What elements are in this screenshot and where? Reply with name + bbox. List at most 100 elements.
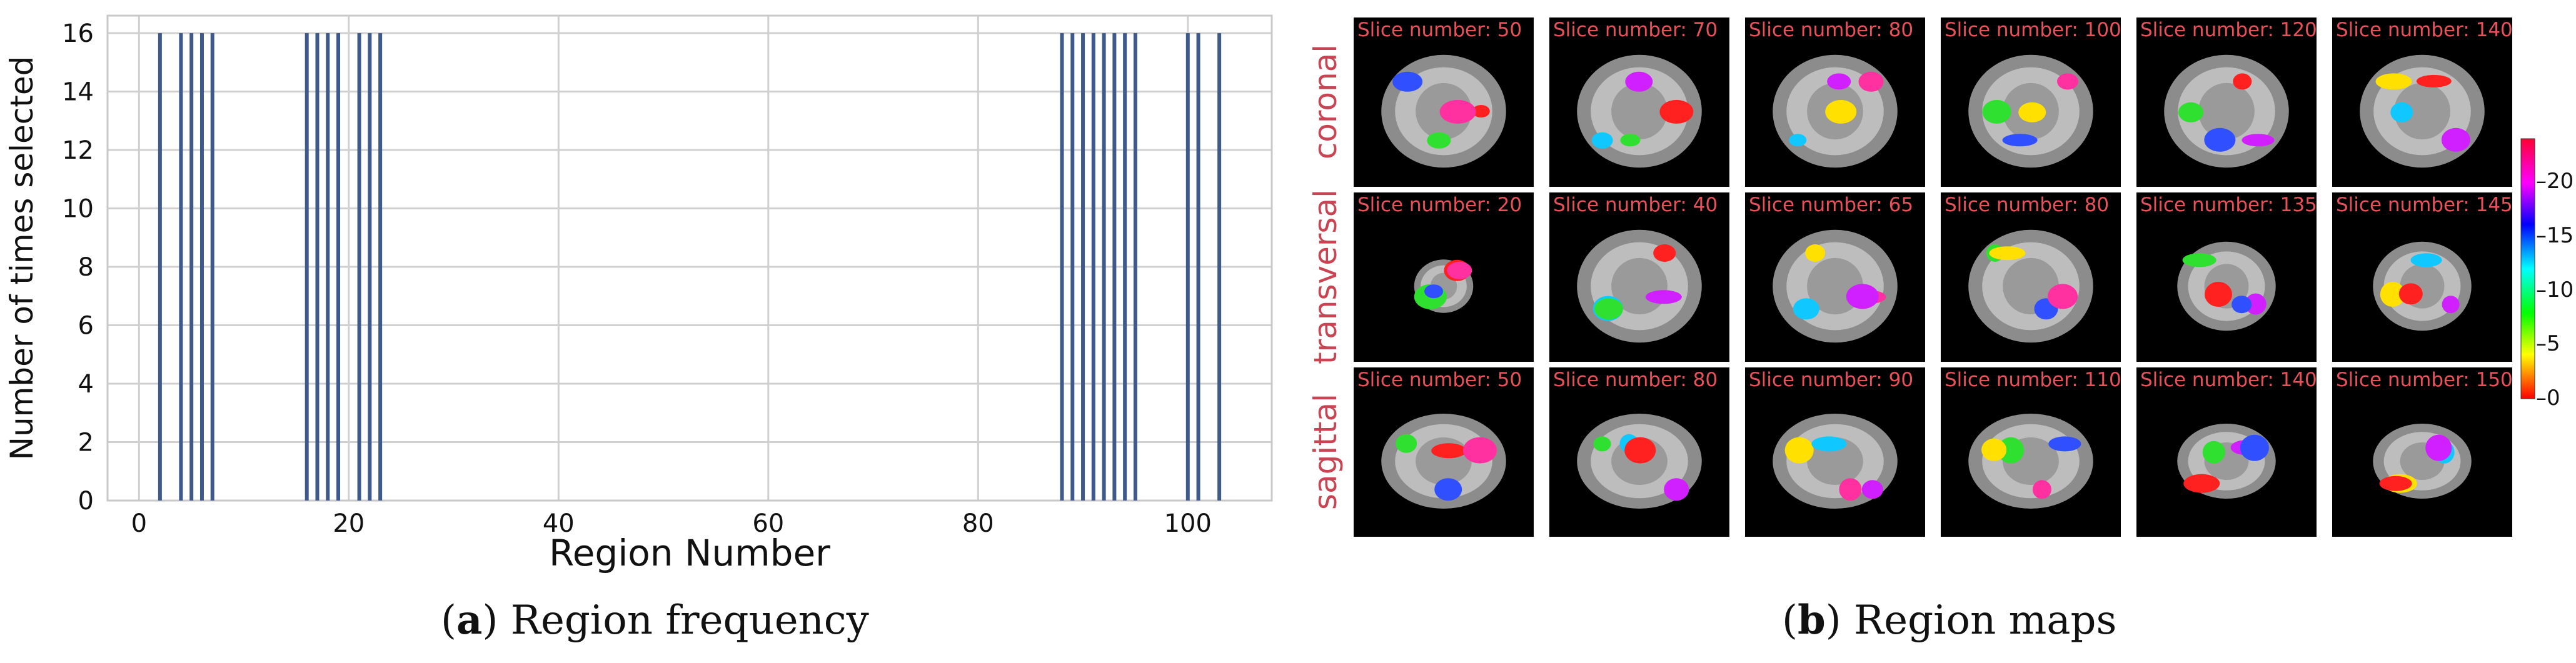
caption-a: (a) Region frequency: [441, 597, 869, 644]
y-tick-label: 16: [62, 19, 94, 48]
bar: [189, 33, 194, 501]
bar: [1123, 33, 1127, 501]
brain-slice-graphic: [1577, 54, 1702, 168]
brain-slice-graphic: [1577, 229, 1702, 343]
slice-number-label: Slice number: 50: [1357, 369, 1522, 391]
x-tick-label: 60: [752, 509, 784, 538]
slice-image: Slice number: 150: [2332, 367, 2512, 537]
slice-number-label: Slice number: 135: [2140, 194, 2317, 216]
bar: [1112, 33, 1117, 501]
y-tick-label: 14: [62, 78, 94, 107]
slice-image: Slice number: 80: [1745, 17, 1925, 187]
x-tick-label: 100: [1164, 509, 1212, 538]
brain-slice-graphic: [1381, 414, 1506, 509]
colorbar-tick-label: –5: [2536, 331, 2560, 357]
slice-number-label: Slice number: 145: [2336, 194, 2512, 216]
slice-image: Slice number: 90: [1745, 367, 1925, 537]
bar: [210, 33, 214, 501]
slice-number-label: Slice number: 80: [1553, 369, 1718, 391]
y-tick-label: 12: [62, 136, 94, 165]
brain-slice-graphic: [1773, 414, 1898, 509]
colorbar-tick-label: –10: [2536, 277, 2574, 302]
brain-slice-graphic: [2177, 241, 2276, 331]
bars: [158, 33, 1222, 501]
caption-b: (b) Region maps: [1782, 597, 2117, 644]
x-tick-label: 20: [333, 509, 365, 538]
brain-slice-graphic: [2360, 54, 2485, 168]
slice-number-label: Slice number: 100: [1945, 19, 2121, 41]
x-tick-label: 80: [962, 509, 994, 538]
y-axis-label: Number of times selected: [4, 56, 40, 461]
plot-frame: [106, 14, 1273, 502]
x-tick-label: 40: [543, 509, 575, 538]
slice-image: Slice number: 50: [1354, 367, 1534, 537]
slice-image: Slice number: 80: [1549, 367, 1729, 537]
bar: [326, 33, 330, 501]
slice-number-label: Slice number: 40: [1553, 194, 1718, 216]
slice-image: Slice number: 140: [2332, 17, 2512, 187]
slice-image: Slice number: 110: [1941, 367, 2121, 537]
bar: [1070, 33, 1075, 501]
slice-number-label: Slice number: 80: [1945, 194, 2110, 216]
brain-slice-graphic: [1773, 229, 1898, 343]
y-tick-label: 6: [78, 312, 94, 341]
slice-image: Slice number: 120: [2136, 17, 2317, 187]
brain-slice-graphic: [1414, 259, 1474, 313]
x-tick-label: 0: [131, 509, 147, 538]
slice-number-label: Slice number: 90: [1749, 369, 1914, 391]
bar: [1133, 33, 1137, 501]
y-tick-label: 4: [78, 370, 94, 399]
slice-image: Slice number: 20: [1354, 192, 1534, 362]
slice-number-label: Slice number: 50: [1357, 19, 1522, 41]
bar: [158, 33, 162, 501]
bar: [1185, 33, 1190, 501]
brain-slice-graphic: [2373, 424, 2472, 499]
bar: [357, 33, 361, 501]
slice-image: Slice number: 65: [1745, 192, 1925, 362]
bar: [315, 33, 319, 501]
bar: [378, 33, 383, 501]
colorbar-tick-label: –20: [2536, 169, 2574, 194]
brain-slice-graphic: [1381, 54, 1506, 168]
slice-number-label: Slice number: 70: [1553, 19, 1718, 41]
slice-number-label: Slice number: 65: [1749, 194, 1914, 216]
brain-slice-graphic: [1968, 54, 2093, 168]
bar: [336, 33, 341, 501]
bar: [199, 33, 204, 501]
colorbar-gradient: [2520, 138, 2535, 399]
brain-slice-graphic: [1968, 229, 2093, 343]
slice-image: Slice number: 100: [1941, 17, 2121, 187]
slice-image: Slice number: 50: [1354, 17, 1534, 187]
bar: [1217, 33, 1222, 501]
y-tick-label: 8: [78, 253, 94, 282]
slice-number-label: Slice number: 120: [2140, 19, 2317, 41]
bar: [1196, 33, 1200, 501]
slice-image: Slice number: 135: [2136, 192, 2317, 362]
view-label-transversal: transversal: [1307, 189, 1344, 365]
caption-b-text: Region maps: [1854, 597, 2117, 644]
brain-slice-graphic: [1968, 414, 2093, 509]
grid-lines: [108, 16, 1272, 502]
colorbar-tick-label: –15: [2536, 223, 2574, 248]
slice-number-label: Slice number: 140: [2336, 19, 2512, 41]
colorbar-tick-label: –0: [2536, 386, 2560, 411]
y-tick-label: 0: [78, 487, 94, 516]
slice-number-label: Slice number: 110: [1945, 369, 2121, 391]
bar: [1081, 33, 1085, 501]
y-tick-label: 10: [62, 195, 94, 224]
slice-number-label: Slice number: 140: [2140, 369, 2317, 391]
view-label-sagittal: sagittal: [1307, 393, 1344, 511]
y-tick-label: 2: [78, 429, 94, 457]
bar: [179, 33, 183, 501]
slice-number-label: Slice number: 20: [1357, 194, 1522, 216]
bar: [304, 33, 309, 501]
caption-a-letter: a: [456, 597, 483, 644]
bar: [368, 33, 372, 501]
caption-b-letter: b: [1797, 597, 1826, 644]
caption-a-text: Region frequency: [510, 597, 869, 644]
slice-number-label: Slice number: 80: [1749, 19, 1914, 41]
bar: [1091, 33, 1095, 501]
slice-image: Slice number: 140: [2136, 367, 2317, 537]
